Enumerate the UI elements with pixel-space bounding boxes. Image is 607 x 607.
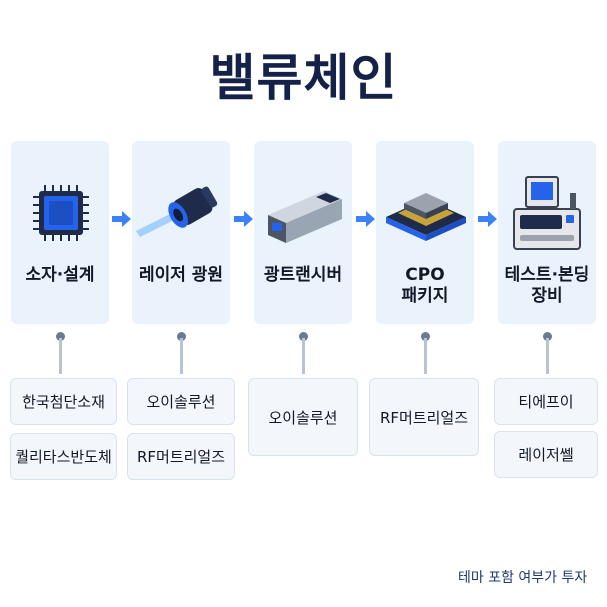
- connector-line: [180, 338, 183, 374]
- chip-icon: [33, 185, 89, 241]
- company-box: 오이솔루션: [127, 378, 235, 425]
- connector-line: [302, 338, 305, 374]
- connector-dot: [177, 332, 186, 341]
- stage-label: CPO 패키지: [401, 265, 449, 306]
- connector-line: [546, 338, 549, 374]
- arrow-right-icon: [112, 211, 131, 227]
- stage-label: 소자·설계: [25, 265, 95, 285]
- connector-dot: [543, 332, 552, 341]
- company-box: 레이저쎌: [494, 431, 598, 478]
- connector-dot: [421, 332, 430, 341]
- laser-icon: [136, 186, 218, 237]
- company-box: 한국첨단소재: [10, 378, 117, 425]
- connector-line: [59, 338, 62, 374]
- arrow-right-icon: [234, 211, 253, 227]
- stage-label: 광트랜시버: [263, 265, 343, 285]
- company-box: RF머트리얼즈: [369, 378, 479, 456]
- arrow-right-icon: [356, 211, 375, 227]
- footer-note: 테마 포함 여부가 투자: [458, 570, 588, 586]
- stage-card-device-design: 소자·설계: [11, 141, 109, 324]
- connector-dot: [56, 332, 65, 341]
- stage-label: 레이저 광원: [138, 265, 224, 285]
- stage-card-optical-transceiver: 광트랜시버: [254, 141, 352, 324]
- connector-line: [424, 338, 427, 374]
- transceiver-icon: [268, 191, 342, 243]
- test-equipment-icon: [513, 176, 581, 250]
- company-box: 티에프이: [494, 378, 598, 425]
- stage-label: 테스트·본딩 장비: [504, 265, 590, 306]
- stage-card-cpo-package: CPO 패키지: [376, 141, 474, 324]
- company-box: 퀄리타스반도체: [10, 433, 117, 480]
- package-icon: [386, 193, 466, 241]
- company-box: RF머트리얼즈: [127, 433, 235, 480]
- connector-dot: [299, 332, 308, 341]
- page-title: 밸류체인: [209, 49, 398, 107]
- arrow-right-icon: [478, 211, 497, 227]
- stage-card-laser-source: 레이저 광원: [132, 141, 230, 324]
- stage-card-test-bonding: 테스트·본딩 장비: [498, 141, 596, 324]
- company-box: 오이솔루션: [248, 378, 358, 456]
